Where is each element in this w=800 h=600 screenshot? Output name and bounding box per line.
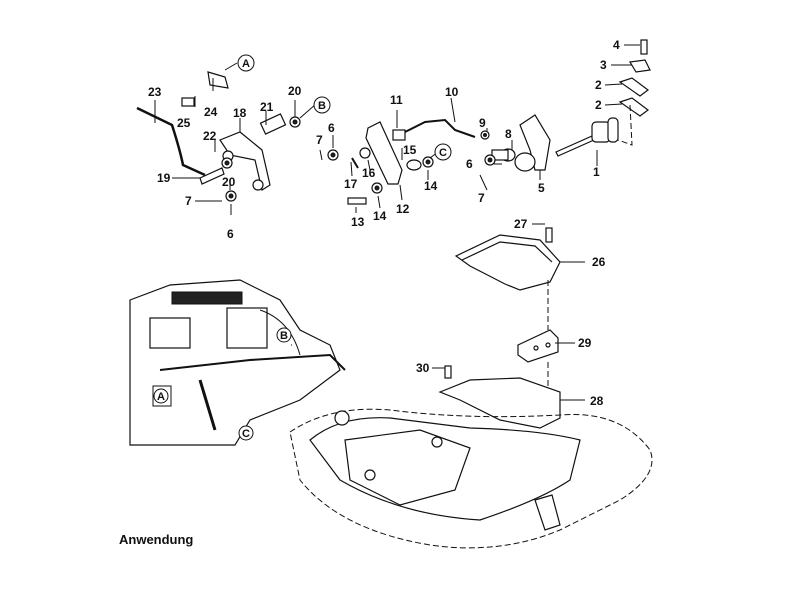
callout-5: 5 bbox=[538, 181, 545, 195]
inset-marker-c: C bbox=[238, 425, 254, 441]
callout-21: 21 bbox=[260, 100, 274, 114]
callout-26: 26 bbox=[592, 255, 606, 269]
mount-assembly bbox=[438, 227, 561, 429]
callout-17: 17 bbox=[344, 177, 358, 191]
callout-12: 12 bbox=[396, 202, 410, 216]
callout-7: 7 bbox=[185, 194, 192, 208]
svg-text:C: C bbox=[439, 147, 447, 159]
callout-6: 6 bbox=[328, 121, 335, 135]
callout-6: 6 bbox=[466, 157, 473, 171]
leader-lines-middle bbox=[319, 97, 456, 213]
callout-30: 30 bbox=[416, 361, 430, 375]
callout-14: 14 bbox=[373, 209, 387, 223]
leader-lines-right bbox=[479, 44, 640, 191]
marker-b: B bbox=[313, 96, 331, 114]
callout-27: 27 bbox=[514, 217, 528, 231]
callout-2: 2 bbox=[595, 78, 602, 92]
callout-11: 11 bbox=[390, 93, 403, 107]
callout-14: 14 bbox=[424, 179, 438, 193]
callout-10: 10 bbox=[445, 85, 459, 99]
callout-labels: 1 2 2 3 4 5 6 6 6 7 7 7 8 9 10 11 12 13 … bbox=[148, 38, 620, 408]
callout-13: 13 bbox=[351, 215, 365, 229]
callout-3: 3 bbox=[600, 58, 607, 72]
inset-marker-b: B bbox=[276, 327, 292, 346]
application-caption: Anwendung bbox=[119, 532, 194, 547]
callout-6: 6 bbox=[227, 227, 234, 241]
bottom-cowl bbox=[289, 408, 653, 549]
callout-19: 19 bbox=[157, 171, 171, 185]
callout-16: 16 bbox=[362, 166, 376, 180]
callout-29: 29 bbox=[578, 336, 592, 350]
callout-9: 9 bbox=[479, 116, 486, 130]
svg-text:A: A bbox=[242, 58, 250, 70]
callout-2: 2 bbox=[595, 98, 602, 112]
callout-7: 7 bbox=[316, 133, 323, 147]
leader-lines-left bbox=[154, 62, 317, 215]
callout-7: 7 bbox=[478, 191, 485, 205]
leader-lines-mount bbox=[432, 223, 585, 401]
svg-text:B: B bbox=[318, 100, 326, 112]
callout-25: 25 bbox=[177, 116, 191, 130]
engine-inset bbox=[129, 279, 346, 446]
callout-18: 18 bbox=[233, 106, 247, 120]
reference-markers: A B C A B C bbox=[152, 54, 452, 441]
svg-text:A: A bbox=[157, 391, 165, 403]
marker-a: A bbox=[237, 54, 255, 72]
callout-20: 20 bbox=[222, 175, 236, 189]
callout-15: 15 bbox=[403, 143, 417, 157]
svg-text:B: B bbox=[280, 330, 288, 342]
svg-text:C: C bbox=[242, 428, 250, 440]
inset-marker-a: A bbox=[152, 385, 172, 407]
callout-23: 23 bbox=[148, 85, 162, 99]
sensor-bracket-assembly bbox=[480, 39, 651, 172]
callout-8: 8 bbox=[505, 127, 512, 141]
callout-20: 20 bbox=[288, 84, 302, 98]
shift-linkage-assembly bbox=[327, 118, 476, 205]
callout-28: 28 bbox=[590, 394, 604, 408]
callout-22: 22 bbox=[203, 129, 217, 143]
callout-1: 1 bbox=[593, 165, 600, 179]
throttle-rod-assembly bbox=[136, 71, 301, 202]
marker-c: C bbox=[434, 143, 452, 161]
callout-4: 4 bbox=[613, 38, 620, 52]
callout-24: 24 bbox=[204, 105, 218, 119]
